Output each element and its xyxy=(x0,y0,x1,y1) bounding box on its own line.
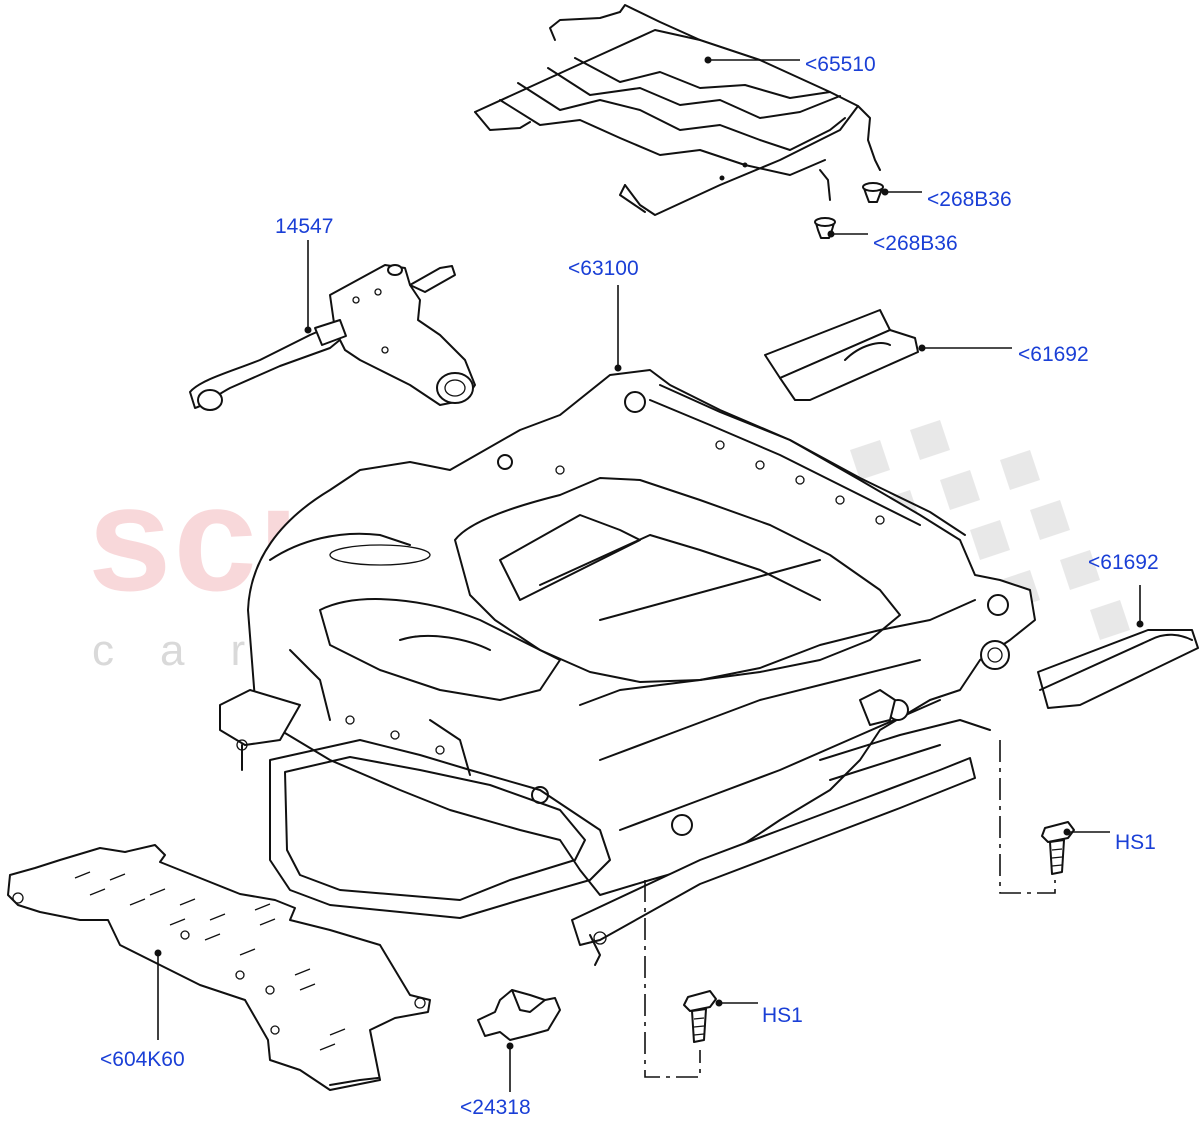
installation-lines xyxy=(644,740,1056,1078)
trim-cover-upper xyxy=(764,309,926,401)
clip-268b36-lower xyxy=(814,217,836,239)
callout-labels: <65510 <268B36 <268B36 14547 <63100 <616… xyxy=(100,53,1159,1119)
callout-268b36-lower[interactable]: <268B36 xyxy=(873,232,958,255)
bolt-hs1-lower xyxy=(683,990,723,1043)
callout-63100[interactable]: <63100 xyxy=(568,257,639,280)
callout-61692-lower[interactable]: <61692 xyxy=(1088,551,1159,574)
callout-268b36-upper[interactable]: <268B36 xyxy=(927,188,1012,211)
callout-14547[interactable]: 14547 xyxy=(275,215,333,238)
callout-hs1-lower[interactable]: HS1 xyxy=(762,1004,803,1027)
trim-cover-lower xyxy=(1037,620,1199,709)
bracket-24318 xyxy=(477,989,561,1050)
bolt-hs1-right xyxy=(1041,821,1075,875)
callout-61692-upper[interactable]: <61692 xyxy=(1018,343,1089,366)
wire-suspension-mat xyxy=(474,4,881,216)
callout-604k60[interactable]: <604K60 xyxy=(100,1048,185,1071)
callout-hs1-right[interactable]: HS1 xyxy=(1115,831,1156,854)
callout-65510[interactable]: <65510 xyxy=(805,53,876,76)
clip-268b36-upper xyxy=(862,182,889,203)
seat-cushion-frame xyxy=(247,364,1036,896)
seat-track xyxy=(219,689,991,966)
callout-24318[interactable]: <24318 xyxy=(460,1096,531,1119)
leader-lines xyxy=(157,59,1141,1092)
mounting-plate xyxy=(7,844,431,1091)
height-adjust-gearbox xyxy=(189,264,476,411)
